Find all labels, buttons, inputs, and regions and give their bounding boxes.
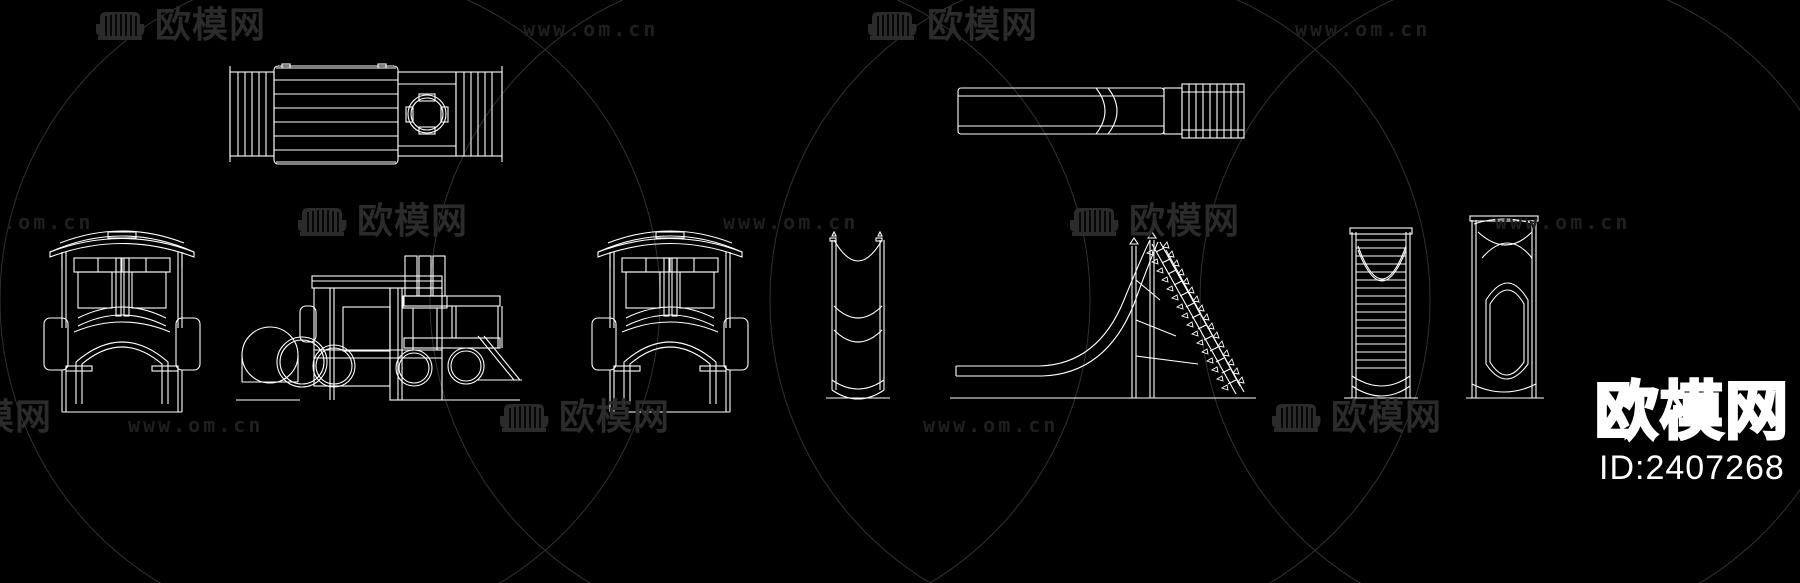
view-elevation-playhouse-left xyxy=(43,230,201,413)
view-elevation-train-structure xyxy=(236,255,522,401)
brand-outline-text: 欧模网 xyxy=(1594,375,1790,449)
view-elevation-slide-front xyxy=(826,230,890,400)
view-elevation-ladder-front xyxy=(1344,227,1418,399)
view-elevation-tube-front xyxy=(1466,215,1544,399)
asset-id-label: ID:2407268 xyxy=(1599,448,1785,487)
view-elevation-slide-side xyxy=(950,231,1256,399)
view-plan-main-structure xyxy=(229,63,503,165)
brand-block: 欧模网 ID:2407268 xyxy=(1594,375,1790,487)
view-elevation-playhouse-right xyxy=(591,230,749,413)
view-plan-slide-chute xyxy=(957,83,1245,139)
